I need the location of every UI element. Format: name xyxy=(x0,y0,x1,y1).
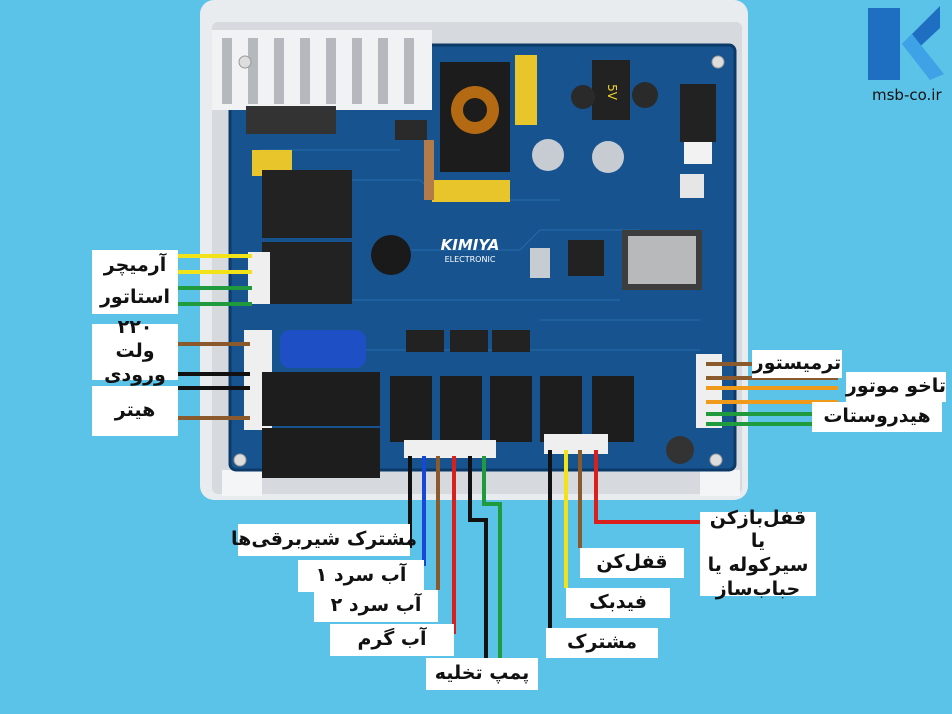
wire-pump-1 xyxy=(468,456,488,662)
driver-ics xyxy=(406,330,530,352)
label-thermistor: ترمیستور xyxy=(752,350,842,378)
label-lock-release-line1: قفل‌بازکن یا xyxy=(709,506,807,553)
heatsink xyxy=(212,30,432,134)
board-maker-sub: ELECTRONIC xyxy=(445,255,496,264)
label-lock-release-line2: سیرکوله یا xyxy=(707,554,809,576)
header-connector xyxy=(680,84,716,198)
buzzer xyxy=(371,235,411,275)
bottom-connectors xyxy=(404,434,608,458)
wire-lock-release xyxy=(594,450,700,524)
k-logo-icon xyxy=(868,6,944,80)
label-hydrostat: هیدروستات xyxy=(812,402,942,432)
regulator-label: 5V xyxy=(605,84,619,101)
label-stator: استاتور xyxy=(92,282,178,314)
mcu-area xyxy=(530,230,702,290)
label-cold-water-1: آب سرد ۱ xyxy=(298,560,424,592)
x2-capacitor xyxy=(280,330,366,368)
label-common: مشترک xyxy=(546,628,658,658)
label-feedback: فیدبک xyxy=(566,588,670,618)
power-relays xyxy=(262,372,380,478)
capacitor-small xyxy=(666,436,694,464)
label-input-line1: ۲۲۰ ولت xyxy=(115,316,155,363)
valve-relays xyxy=(390,376,634,442)
board-maker-name: KIMIYA xyxy=(441,236,500,254)
label-cold-water-2: آب سرد ۲ xyxy=(314,590,438,622)
wire-pump-2 xyxy=(482,456,502,662)
power-section: 5V xyxy=(252,55,658,202)
site-url: msb-co.ir xyxy=(872,86,942,104)
screws xyxy=(233,55,725,467)
label-tacho: تاخو موتور xyxy=(846,372,946,402)
label-valve-common: مشترک شیربرقی‌ها xyxy=(231,524,417,556)
label-drain-pump: پمپ تخلیه xyxy=(426,658,538,690)
label-lock: قفل‌کن xyxy=(580,548,684,578)
motor-relays xyxy=(262,170,352,304)
board-brand: KIMIYA ELECTRONIC xyxy=(441,236,500,264)
label-hot-water: آب گرم xyxy=(330,624,454,656)
label-armature: آرمیچر xyxy=(92,250,178,282)
label-input-line2: ورودی xyxy=(104,363,166,386)
label-lock-release-line3: حباب‌ساز xyxy=(715,577,801,600)
label-heater: هیتر xyxy=(92,386,178,436)
label-lock-release: قفل‌بازکن یا سیرکوله یا حباب‌ساز xyxy=(700,507,816,600)
label-input-220v: ۲۲۰ ولت ورودی xyxy=(92,316,178,386)
